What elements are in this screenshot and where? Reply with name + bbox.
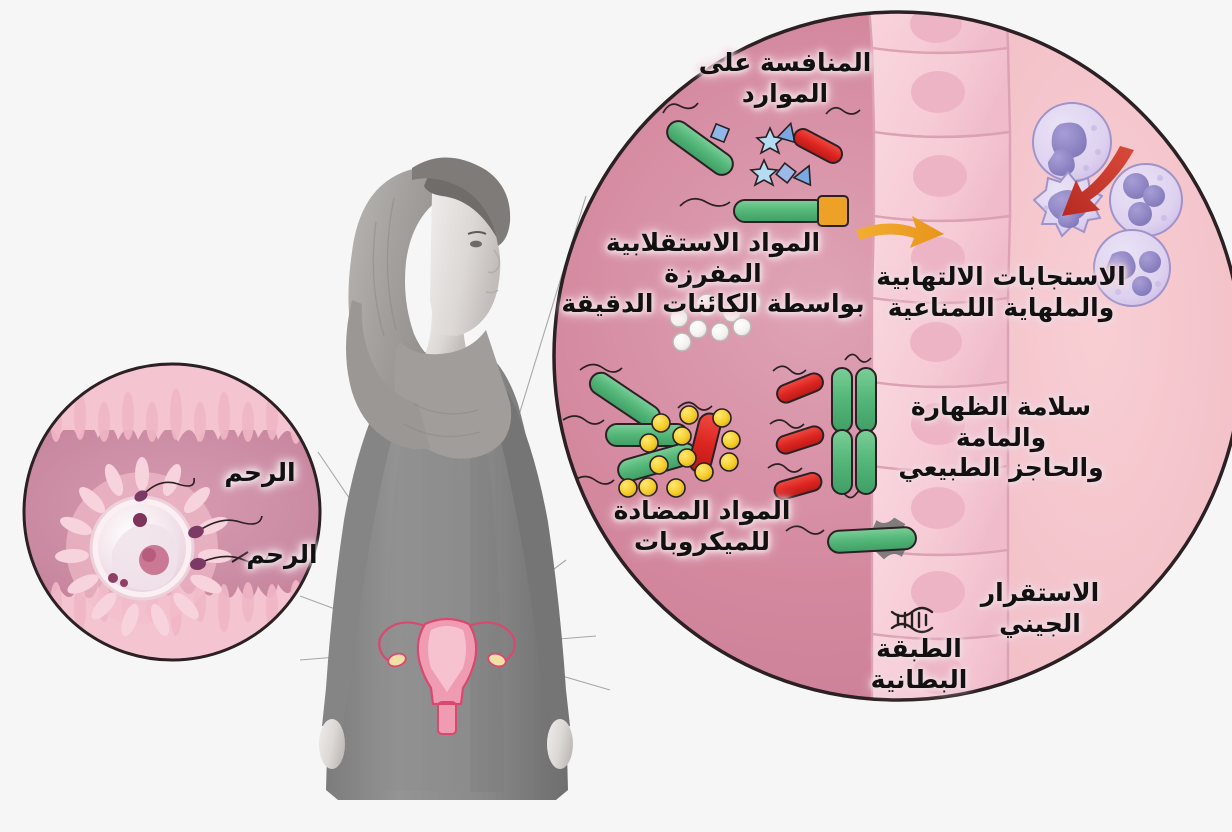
adhesin-molecule xyxy=(817,195,849,227)
hijab-drape-left xyxy=(348,166,452,411)
sperm-cells xyxy=(143,477,269,564)
lamina-propria xyxy=(1008,12,1232,700)
woman-body xyxy=(319,302,573,800)
hijab-left-fold xyxy=(346,300,430,450)
hand-left xyxy=(319,719,345,769)
head-and-hijab xyxy=(346,157,512,459)
inset-leader-tick xyxy=(231,551,249,563)
dna-helix-icon xyxy=(890,606,934,634)
ovum-nucleolus xyxy=(142,548,156,562)
neutrophil-bottom xyxy=(1093,229,1171,307)
blocked-pathogen-rods xyxy=(767,365,825,501)
ovary-left xyxy=(387,652,407,668)
polar-body xyxy=(133,513,147,527)
nose xyxy=(487,249,501,274)
orange-signal-arrow xyxy=(856,216,944,248)
hand-right xyxy=(547,719,573,769)
hijab-undercap xyxy=(424,176,500,240)
uterine-cavity xyxy=(428,626,466,692)
face xyxy=(430,191,501,336)
dress-shading-right xyxy=(470,362,504,792)
neutrophil-middle xyxy=(1109,163,1183,237)
inset-border xyxy=(22,362,322,662)
main-circle-border xyxy=(552,10,1232,702)
vesicle-a xyxy=(108,573,118,583)
sleeve-right xyxy=(492,392,570,730)
pathogen-rod-upper xyxy=(792,106,861,164)
sperm-heads xyxy=(134,490,206,571)
barrier-commensal-stack xyxy=(831,353,877,499)
eye xyxy=(470,240,482,248)
vagina xyxy=(437,701,457,735)
sleeve-left xyxy=(322,390,402,730)
commensal-rod-adhering xyxy=(679,195,849,227)
hijab-cap xyxy=(412,157,511,246)
lips xyxy=(485,289,499,294)
metabolite-particles-white xyxy=(669,290,762,352)
antimicrobial-particles-yellow xyxy=(618,405,741,498)
vesicle-b xyxy=(120,579,128,587)
ovary-right xyxy=(487,652,507,668)
nutrient-particles-blue xyxy=(709,121,812,187)
eyebrow xyxy=(467,231,487,235)
commensal-rod-genetic xyxy=(785,525,917,554)
red-recruitment-arrow xyxy=(1062,146,1134,216)
hijab-folds xyxy=(372,197,481,438)
commensal-rod-upper xyxy=(662,102,734,176)
neutrophil-top xyxy=(1032,102,1112,182)
corona-radiata xyxy=(55,457,232,637)
uterus-diagram xyxy=(378,617,516,735)
